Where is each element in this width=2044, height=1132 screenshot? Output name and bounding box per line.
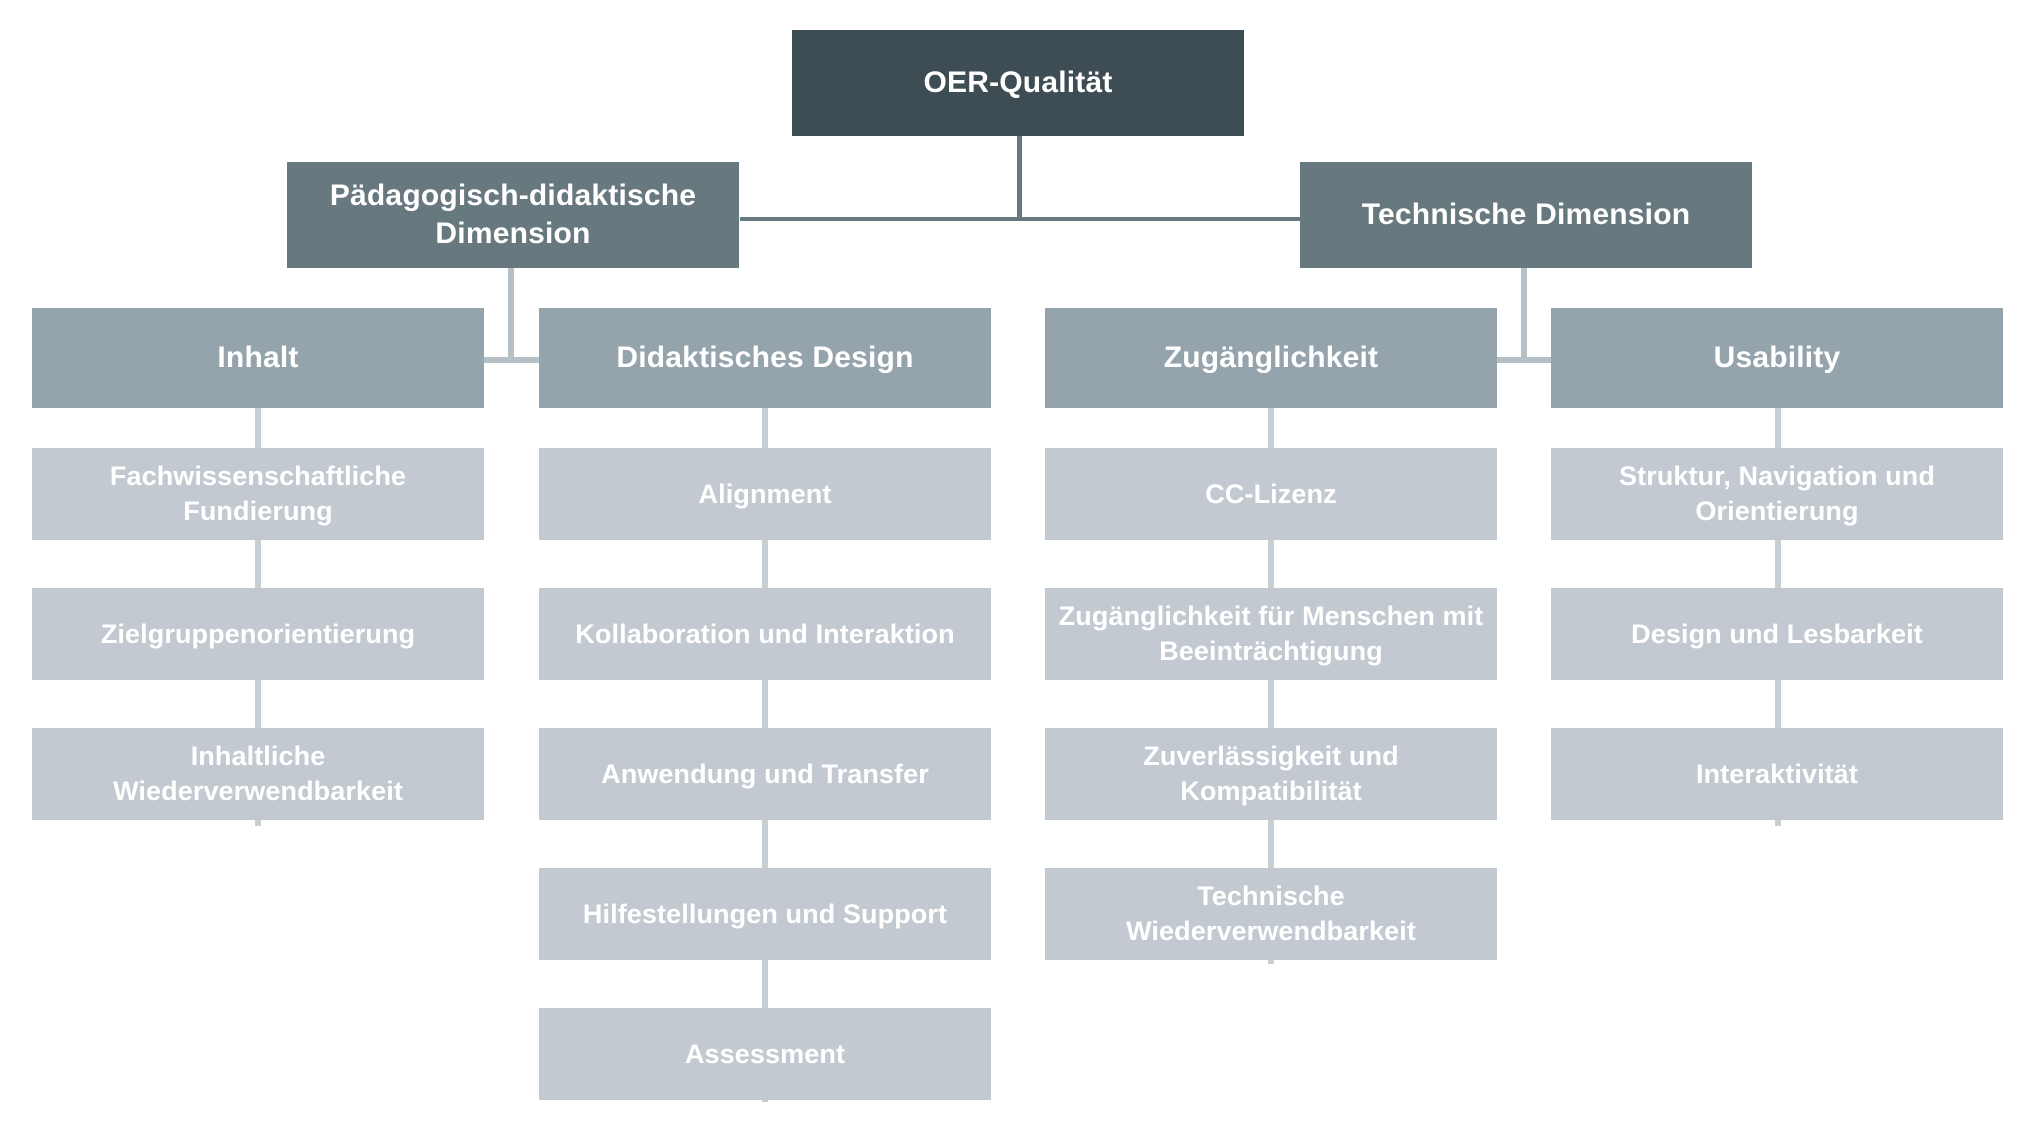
node-criterion-label: Struktur, Navigation und Orientierung <box>1619 461 1935 526</box>
node-criterion-label: Inhaltliche Wiederverwendbarkeit <box>113 741 403 806</box>
node-category-didaktisches-design-label: Didaktisches Design <box>616 340 914 374</box>
connector-dimension-bar <box>740 217 1300 221</box>
connector-technical-category-bar <box>1495 357 1555 363</box>
node-category-didaktisches-design[interactable]: Didaktisches Design <box>539 308 991 408</box>
node-category-usability[interactable]: Usability <box>1551 308 2003 408</box>
node-criterion-label: Kollaboration und Interaktion <box>575 618 955 649</box>
connector-spine-zugaenglichkeit <box>1268 408 1274 964</box>
node-category-usability-label: Usability <box>1713 340 1841 374</box>
node-root-label: OER-Qualität <box>923 65 1113 99</box>
node-criterion-label: Fachwissenschaftliche Fundierung <box>109 461 407 526</box>
node-dimension-technische-label: Technische Dimension <box>1361 197 1691 231</box>
node-criterion-fachwissenschaftliche-fundierung[interactable]: Fachwissenschaftliche Fundierung <box>32 448 484 540</box>
node-criterion-zugaenglichkeit-fuer-menschen-mit-beeintraechtigung[interactable]: Zugänglichkeit für Menschen mit Beeinträ… <box>1045 588 1497 680</box>
node-category-inhalt-label: Inhalt <box>217 340 299 374</box>
node-category-zugaenglichkeit-label: Zugänglichkeit <box>1163 340 1379 374</box>
connector-technical-stem <box>1521 268 1527 361</box>
node-criterion-label: Assessment <box>684 1038 846 1069</box>
node-criterion-struktur-navigation-und-orientierung[interactable]: Struktur, Navigation und Orientierung <box>1551 448 2003 540</box>
node-category-zugaenglichkeit[interactable]: Zugänglichkeit <box>1045 308 1497 408</box>
node-criterion-kollaboration-und-interaktion[interactable]: Kollaboration und Interaktion <box>539 588 991 680</box>
node-dimension-paedagogisch-didaktische[interactable]: Pädagogisch-didaktische Dimension <box>287 162 739 268</box>
node-criterion-label: Alignment <box>698 478 832 509</box>
connector-pedagogic-stem <box>508 268 514 361</box>
node-criterion-design-und-lesbarkeit[interactable]: Design und Lesbarkeit <box>1551 588 2003 680</box>
node-criterion-interaktivitaet[interactable]: Interaktivität <box>1551 728 2003 820</box>
node-category-inhalt[interactable]: Inhalt <box>32 308 484 408</box>
node-criterion-anwendung-und-transfer[interactable]: Anwendung und Transfer <box>539 728 991 820</box>
node-criterion-label: CC-Lizenz <box>1205 478 1337 509</box>
node-criterion-assessment[interactable]: Assessment <box>539 1008 991 1100</box>
connector-root-stem <box>1017 136 1022 220</box>
node-criterion-zuverlaessigkeit-und-kompatibilitaet[interactable]: Zuverlässigkeit und Kompatibilität <box>1045 728 1497 820</box>
node-criterion-hilfestellungen-und-support[interactable]: Hilfestellungen und Support <box>539 868 991 960</box>
node-criterion-label: Interaktivität <box>1696 758 1858 789</box>
node-criterion-technische-wiederverwendbarkeit[interactable]: Technische Wiederverwendbarkeit <box>1045 868 1497 960</box>
node-criterion-zielgruppenorientierung[interactable]: Zielgruppenorientierung <box>32 588 484 680</box>
node-root-oer-qualitaet[interactable]: OER-Qualität <box>792 30 1244 136</box>
node-criterion-label: Design und Lesbarkeit <box>1631 618 1923 649</box>
node-criterion-label: Zugänglichkeit für Menschen mit Beeinträ… <box>1058 601 1484 666</box>
node-criterion-label: Technische Wiederverwendbarkeit <box>1126 881 1416 946</box>
node-criterion-alignment[interactable]: Alignment <box>539 448 991 540</box>
node-dimension-technische[interactable]: Technische Dimension <box>1300 162 1752 268</box>
node-criterion-inhaltliche-wiederverwendbarkeit[interactable]: Inhaltliche Wiederverwendbarkeit <box>32 728 484 820</box>
connector-pedagogic-category-bar <box>482 357 542 363</box>
node-criterion-label: Hilfestellungen und Support <box>582 898 948 929</box>
node-dimension-paedagogisch-label: Pädagogisch-didaktische Dimension <box>329 178 697 250</box>
node-criterion-label: Anwendung und Transfer <box>601 758 929 789</box>
node-criterion-label: Zielgruppenorientierung <box>100 618 416 649</box>
node-criterion-label: Zuverlässigkeit und Kompatibilität <box>1143 741 1399 806</box>
node-criterion-cc-lizenz[interactable]: CC-Lizenz <box>1045 448 1497 540</box>
